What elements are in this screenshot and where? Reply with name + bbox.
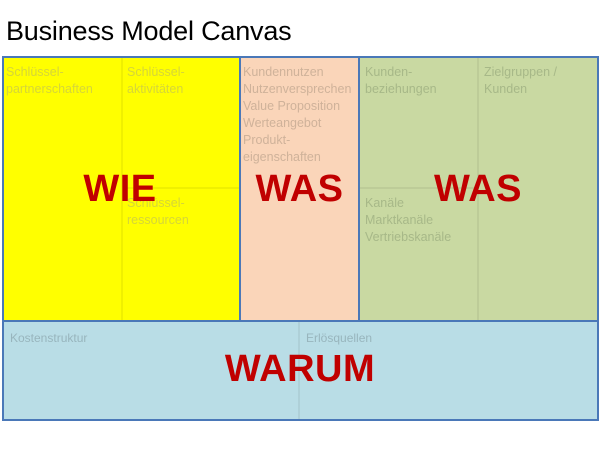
relationships-channels-separator — [359, 187, 477, 189]
finance-area — [3, 322, 597, 420]
revenue-streams-label: Erlösquellen — [306, 331, 373, 345]
key-resources-label: Schlüssel- ressourcen — [127, 196, 189, 227]
customer-relationships-label: Kunden- beziehungen — [365, 65, 437, 96]
how-what-divider — [239, 56, 241, 321]
why-overlay: WARUM — [224, 348, 376, 390]
how-overlay: WIE — [83, 168, 157, 210]
how-area — [3, 57, 240, 322]
relationships-segments-separator — [477, 57, 479, 322]
cost-revenue-separator — [298, 322, 300, 420]
channels-label: Kanäle Marktkanäle Vertriebskanäle — [365, 196, 452, 244]
value-customer-divider — [358, 56, 360, 321]
activities-resources-separator — [123, 187, 240, 189]
horizontal-divider — [2, 320, 599, 322]
customer-area — [359, 57, 597, 322]
canvas-frame — [2, 56, 599, 421]
value-area — [240, 57, 359, 322]
value-propositions-label: Kundennutzen Nutzenversprechen Value Pro… — [243, 65, 352, 164]
what-customer-overlay: WAS — [433, 168, 523, 210]
key-partners-activities-separator — [121, 57, 123, 322]
key-activities-label: Schlüssel- aktivitäten — [127, 65, 185, 96]
key-partners-label: Schlüssel- partnerschaften — [6, 65, 93, 96]
cost-structure-label: Kostenstruktur — [10, 331, 88, 345]
what-value-overlay: WAS — [255, 168, 344, 210]
customer-segments-label: Zielgruppen / Kunden — [484, 65, 557, 96]
page-title: Business Model Canvas — [6, 16, 292, 46]
